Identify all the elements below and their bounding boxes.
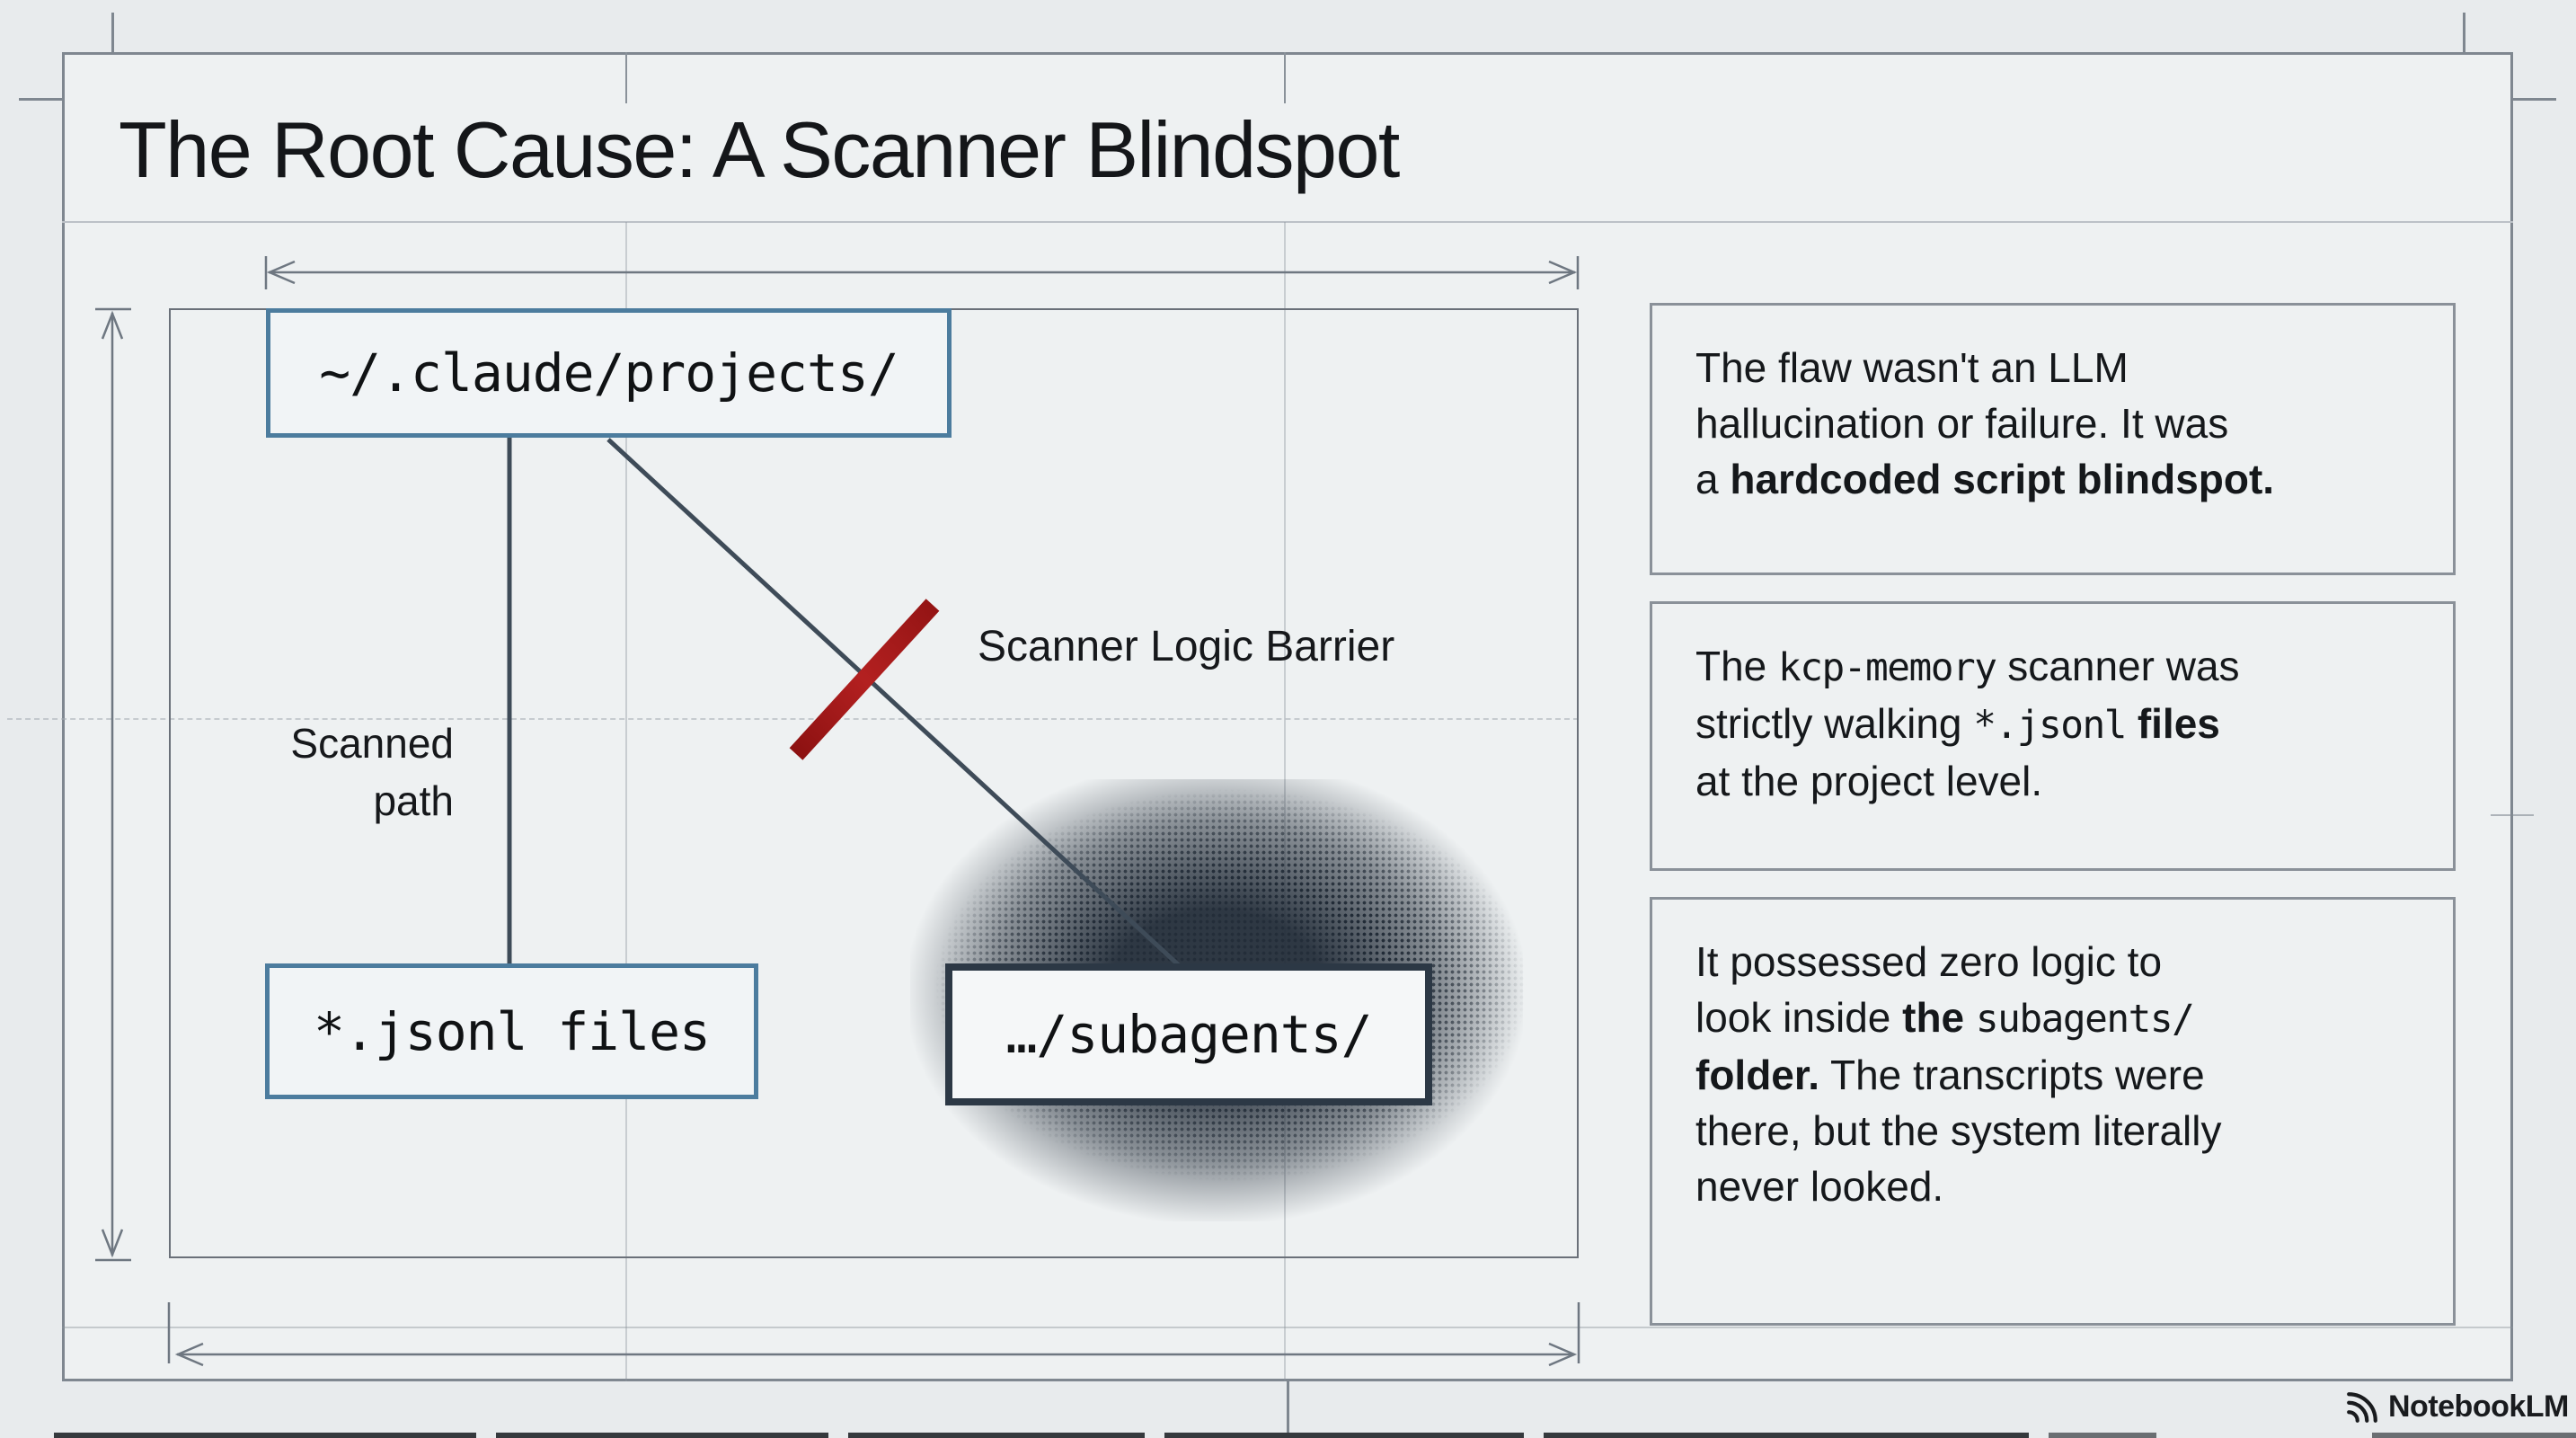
- note-text-segment: hallucination or failure. It was: [1695, 400, 2229, 447]
- note-text-segment: files: [2137, 700, 2220, 747]
- note-scanner: The kcp-memory scanner was strictly walki…: [1650, 601, 2456, 871]
- horizontal-guide-bottom: [62, 1327, 2513, 1328]
- note-text-segment: hardcoded script blindspot.: [1730, 456, 2275, 502]
- note-text-segment: It possessed zero logic to: [1695, 938, 2163, 985]
- bottom-strip-segment: [54, 1433, 476, 1438]
- note-text-segment: strictly walking: [1695, 700, 1974, 747]
- note-text-segment: there, but the system literally: [1695, 1107, 2222, 1154]
- note-text-segment: [1964, 994, 1976, 1041]
- note-text-segment: look inside: [1695, 994, 1903, 1041]
- crop-tick-right: [2513, 98, 2556, 101]
- bottom-strip-segment: [2372, 1433, 2576, 1438]
- node-jsonl-files: *.jsonl files: [265, 963, 758, 1099]
- notebooklm-brand: NotebookLM: [2345, 1389, 2569, 1425]
- title-divider: [62, 221, 2513, 223]
- note-text-segment: The: [1695, 643, 1779, 689]
- notebooklm-brand-text: NotebookLM: [2388, 1389, 2569, 1424]
- node-jsonl-files-label: *.jsonl files: [314, 1000, 711, 1062]
- bottom-strip-segment: [2049, 1433, 2156, 1438]
- guide-tick-title-left: [625, 52, 627, 103]
- page-title: The Root Cause: A Scanner Blindspot: [119, 105, 1400, 194]
- note-flaw: The flaw wasn't an LLM hallucination or f…: [1650, 303, 2456, 575]
- note-text-segment: the: [1902, 994, 1965, 1041]
- note-text-segment: folder.: [1695, 1052, 1820, 1098]
- crop-tick-top-right: [2463, 13, 2465, 52]
- note-text-segment: The flaw wasn't an LLM: [1695, 344, 2129, 391]
- notebooklm-logo-icon: [2347, 1391, 2377, 1423]
- bottom-strip-segment: [1164, 1433, 1524, 1438]
- note-text-segment: never looked.: [1695, 1163, 1944, 1210]
- scanned-path-label-line2: path: [373, 777, 454, 824]
- guide-tick-right-mid: [2491, 814, 2534, 816]
- scanned-path-label-line1: Scanned: [290, 720, 454, 767]
- note-zero-logic: It possessed zero logic to look inside th…: [1650, 897, 2456, 1326]
- note-text-segment: scanner was: [1996, 643, 2240, 689]
- node-claude-projects: ~/.claude/projects/: [266, 308, 952, 438]
- note-text-segment: The transcripts were: [1819, 1052, 2205, 1098]
- node-subagents: …/subagents/: [945, 963, 1432, 1105]
- note-text-segment: subagents/: [1975, 997, 2195, 1042]
- note-text-segment: a: [1695, 456, 1731, 502]
- bottom-strip-segment: [1544, 1433, 2029, 1438]
- note-text-segment: at the project level.: [1695, 758, 2043, 804]
- note-text-segment: [2126, 700, 2138, 747]
- node-claude-projects-label: ~/.claude/projects/: [319, 342, 899, 404]
- crop-tick-left: [19, 98, 62, 101]
- bottom-strip-segment: [496, 1433, 828, 1438]
- note-text-segment: *.jsonl: [1973, 703, 2127, 748]
- guide-tick-title-center: [1284, 52, 1286, 103]
- crop-tick-top-left: [111, 13, 114, 52]
- barrier-label: Scanner Logic Barrier: [978, 623, 1395, 670]
- scanned-path-label: Scanned path: [207, 715, 454, 830]
- crop-tick-bottom-center: [1287, 1381, 1289, 1436]
- note-text-segment: kcp-memory: [1778, 645, 1997, 690]
- bottom-strip-segment: [848, 1433, 1145, 1438]
- node-subagents-label: …/subagents/: [1005, 1004, 1372, 1065]
